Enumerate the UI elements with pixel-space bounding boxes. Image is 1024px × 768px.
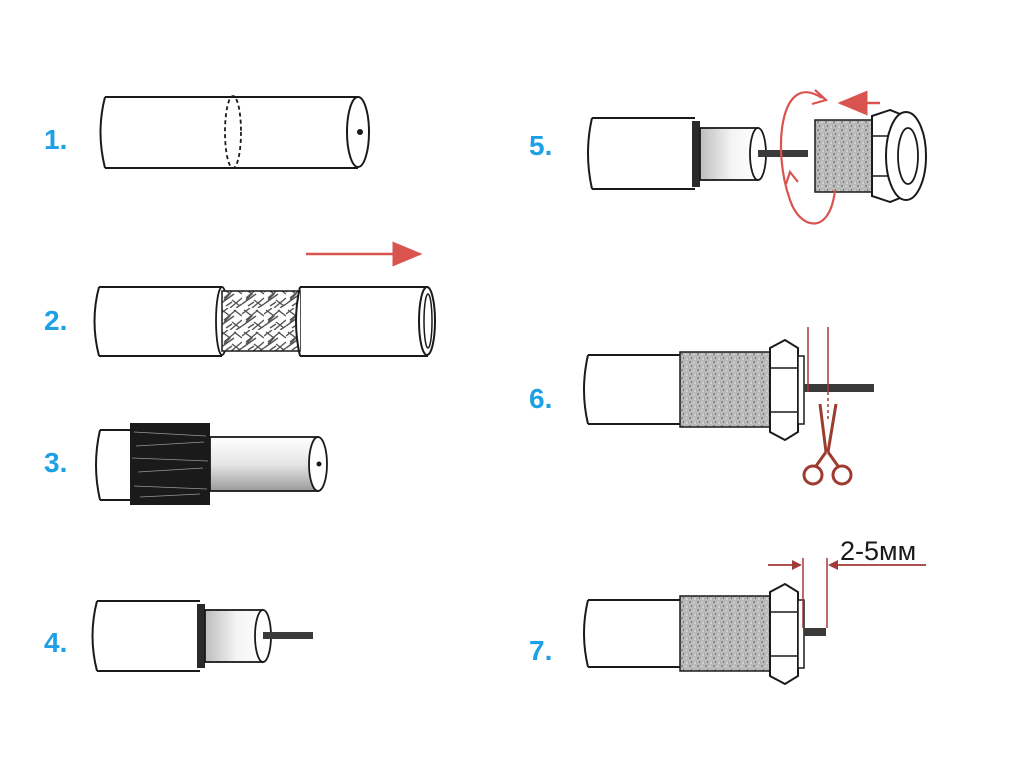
step-number-7: 7.: [529, 635, 552, 666]
dimension-label: 2-5мм: [840, 536, 916, 566]
step-number-2: 2.: [44, 305, 67, 336]
step-5-connector-screwing-illustration: [587, 89, 927, 225]
step-number-5: 5.: [529, 130, 552, 161]
step-number-4: 4.: [44, 627, 67, 658]
step-number-6: 6.: [529, 383, 552, 414]
scissors-icon: [802, 403, 853, 486]
step-number-1: 1.: [44, 124, 67, 155]
step-2-jacket-removal-illustration: [93, 241, 436, 357]
step-4-center-conductor-illustration: [91, 600, 313, 672]
step-7-finished-connector-illustration: 2-5мм: [583, 536, 926, 686]
step-3-braid-folded-illustration: [95, 423, 328, 505]
step-6-trim-conductor-illustration: [583, 327, 874, 486]
rotation-arrow-icon: [779, 91, 837, 225]
step-1-cable-illustration: [99, 95, 370, 169]
step-number-3: 3.: [44, 447, 67, 478]
